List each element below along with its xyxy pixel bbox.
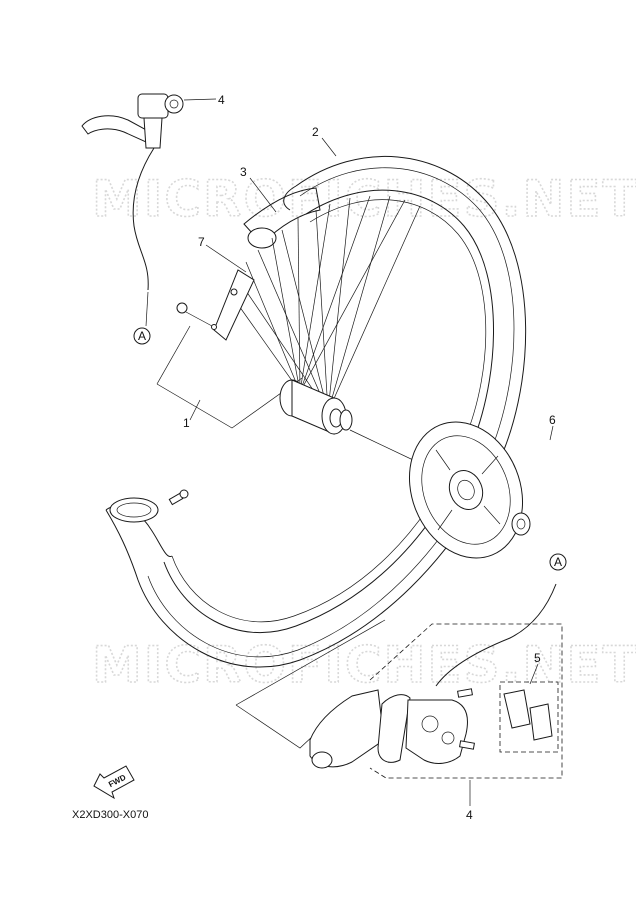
callout-7: 7 [198,235,205,249]
wheel-hub [279,379,353,435]
ref-a-bottom: A [549,553,567,571]
watermark-bottom: MICROFICHES.NET [92,636,636,694]
callout-1: 1 [183,416,190,430]
ref-a-bottom-label: A [554,555,562,569]
brake-lever [81,93,184,291]
exploded-guide-lines [156,325,431,749]
callout-2: 2 [312,125,319,139]
spokes [231,195,421,413]
ref-a-top: A [133,327,151,345]
watermark-top: MICROFICHES.NET [92,170,636,228]
caliper-group-box [369,623,563,779]
rim-band [243,187,321,249]
brake-disc [408,421,531,559]
fwd-arrow-icon: FWD [93,765,135,800]
inner-tube [109,489,189,523]
leader-lines [145,98,554,806]
spoke-nipple [176,269,255,341]
callout-4-lever: 4 [218,93,225,107]
callout-5: 5 [534,651,541,665]
diagram-code: X2XD300-X070 [72,809,148,821]
brake-caliper [309,583,557,769]
callout-3: 3 [240,165,247,179]
brake-pads [503,689,553,741]
callout-4-caliper: 4 [466,808,473,822]
callout-6: 6 [549,413,556,427]
ref-a-top-label: A [138,329,146,343]
